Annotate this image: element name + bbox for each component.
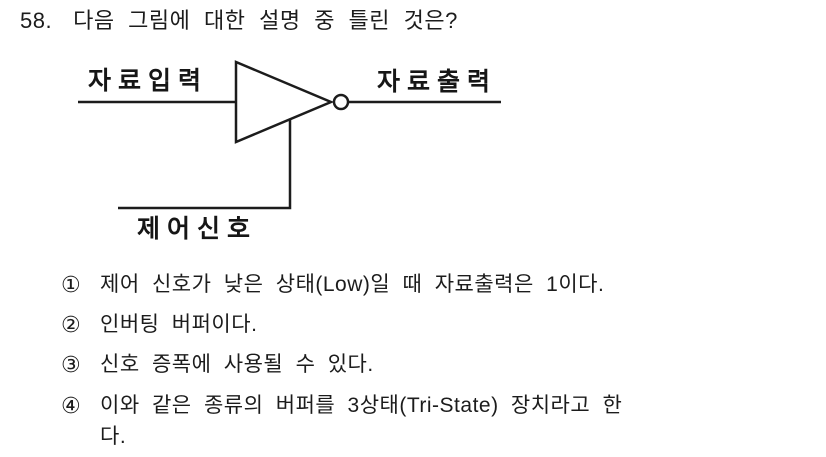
- option-4-marker: ④: [61, 393, 81, 418]
- option-3-marker: ③: [61, 352, 81, 377]
- option-3: ③ 신호 증폭에 사용될 수 있다.: [61, 349, 374, 380]
- option-4: ④ 이와 같은 종류의 버퍼를 3상태(Tri-State) 장치라고 한 다.: [61, 390, 622, 452]
- data-output-label: 자료출력: [377, 68, 498, 96]
- control-signal-wire: [118, 120, 292, 210]
- option-1-marker: ①: [61, 272, 81, 297]
- option-3-text: 신호 증폭에 사용될 수 있다.: [100, 353, 374, 376]
- buffer-triangle: [234, 60, 335, 144]
- option-2: ② 인버팅 버퍼이다.: [61, 309, 257, 340]
- option-2-marker: ②: [61, 312, 81, 337]
- option-4-text: 이와 같은 종류의 버퍼를 3상태(Tri-State) 장치라고 한 다.: [100, 394, 623, 448]
- question-text: 다음 그림에 대한 설명 중 틀린 것은?: [73, 8, 458, 33]
- option-2-text: 인버팅 버퍼이다.: [100, 313, 258, 336]
- control-signal-label: 제어신호: [137, 215, 258, 243]
- option-1: ① 제어 신호가 낮은 상태(Low)일 때 자료출력은 1이다.: [61, 269, 604, 300]
- question-number: 58.: [20, 8, 53, 33]
- question-line: 58. 다음 그림에 대한 설명 중 틀린 것은?: [20, 8, 458, 34]
- option-1-text: 제어 신호가 낮은 상태(Low)일 때 자료출력은 1이다.: [100, 273, 605, 296]
- inversion-bubble-icon: [332, 93, 350, 111]
- data-input-label: 자료입력: [88, 67, 209, 95]
